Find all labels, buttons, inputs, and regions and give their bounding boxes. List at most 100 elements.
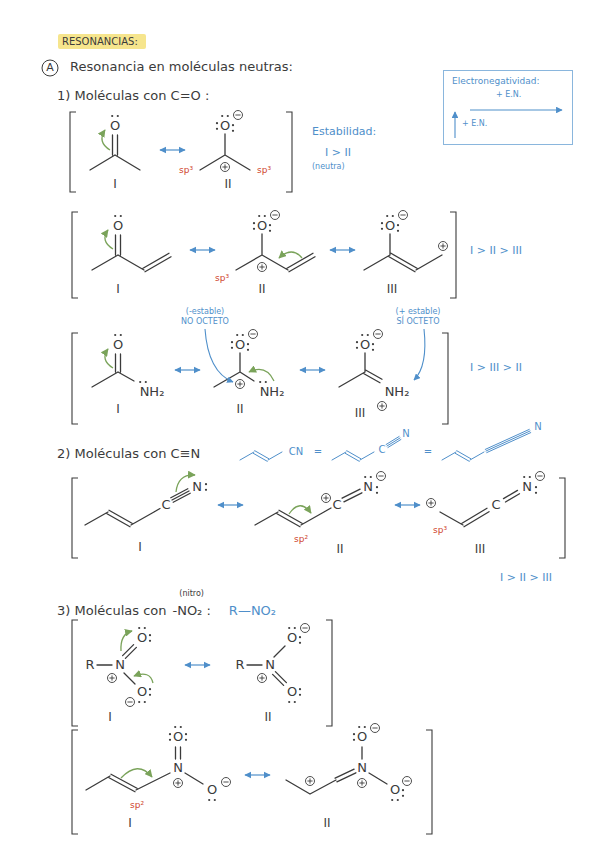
electron-arrow [105, 349, 113, 368]
resonance-arrow [330, 249, 355, 250]
note-text: (+ estable) [396, 307, 441, 316]
structure-number: II [336, 543, 343, 557]
note-text: (-estable) [186, 307, 224, 316]
bond [85, 509, 160, 527]
note-text: NO OCTETO [181, 317, 229, 326]
lone-pair [381, 222, 383, 230]
axis-label: + E.N. [496, 90, 521, 99]
info-box: Electronegatividad:+ E.N.+ E.N. [443, 70, 573, 145]
atom-label: O [113, 219, 123, 234]
atom-label: O [287, 631, 297, 646]
electron-arrow [279, 252, 302, 258]
notation-bond [240, 451, 282, 462]
bond [440, 508, 489, 526]
lone-pair [391, 799, 399, 801]
hybridization-label: sp² [294, 534, 308, 544]
atom-label: N [265, 658, 275, 673]
bracket [442, 333, 448, 424]
atom-label: O [113, 338, 123, 353]
lone-pair [356, 341, 358, 349]
bond [85, 134, 520, 794]
hybridization-label: sp² [130, 800, 144, 810]
atom-label: O [357, 730, 367, 745]
section-heading: 2) Moléculas con C≡N [57, 447, 200, 462]
bracket [326, 620, 332, 726]
atom-label: O [110, 119, 120, 134]
charge-symbol [236, 380, 245, 389]
bond [286, 747, 387, 794]
structure-number: II [264, 711, 271, 725]
note-text: I > II [325, 147, 351, 160]
charge-symbol [108, 674, 117, 683]
charge-symbol [258, 674, 267, 683]
structure-number: III [387, 283, 398, 297]
lone-pair [386, 215, 394, 217]
lone-pair [208, 799, 216, 801]
charge-symbol [377, 472, 386, 481]
hybridization-label: sp³ [433, 525, 447, 535]
atom-label: O [235, 338, 245, 353]
lone-pair [216, 122, 218, 130]
bond [504, 490, 520, 502]
lone-pair [236, 334, 244, 336]
bracket [450, 212, 456, 298]
bracket [70, 112, 76, 192]
lone-pair [114, 215, 122, 217]
electronegativity-arrow [454, 112, 455, 138]
lone-pair [358, 726, 366, 728]
atom-label: C [491, 498, 500, 513]
section-heading: 1) Moléculas con C=O : [57, 89, 209, 104]
atom-label: O [207, 783, 217, 798]
charge-symbol [249, 330, 258, 339]
note-text: = [314, 446, 322, 458]
atom-label: C [161, 498, 170, 513]
atom-label: R [85, 658, 94, 673]
lone-pair [232, 124, 234, 132]
bond [247, 646, 286, 685]
lone-pair [253, 222, 255, 230]
electron-arrow [289, 506, 311, 514]
resonance-arrow [175, 369, 200, 370]
hybridization-label: sp³ [257, 165, 271, 175]
lone-pair [258, 215, 266, 217]
resonance-arrow [160, 149, 185, 150]
charge-symbol [234, 111, 243, 120]
axis-label: + E.N. [462, 119, 487, 128]
notation-bond [332, 437, 401, 462]
structure-number: I [128, 817, 132, 831]
lone-pair [361, 334, 369, 336]
note-text: R—NO₂ [229, 604, 276, 619]
hybridization-label: sp³ [179, 165, 193, 175]
resonance-arrow [160, 150, 420, 775]
bracket [559, 478, 565, 558]
lone-pair [111, 115, 119, 117]
charge-symbol [371, 724, 380, 733]
lone-pair [231, 341, 233, 349]
charge-symbol [378, 402, 387, 411]
atom-label: O [137, 685, 147, 700]
bracket [72, 478, 78, 558]
structure-number: III [355, 407, 366, 421]
bond [364, 234, 442, 272]
note-text: C [379, 444, 386, 456]
charge-symbol [374, 330, 383, 339]
structure-number: II [224, 178, 231, 192]
atom-label: O [257, 219, 267, 234]
resonance-arrow [185, 664, 210, 665]
structure-number: I [116, 403, 120, 417]
charge-symbol [126, 698, 135, 707]
charge-symbol [399, 211, 408, 220]
charge-symbol [174, 779, 183, 788]
page-title: RESONANCIAS: [62, 36, 138, 48]
electronegativity-arrow [455, 110, 562, 138]
atom-label: N [192, 480, 202, 495]
charge-symbol [358, 779, 367, 788]
note-text: I > II > III [470, 245, 522, 258]
annotation-arrow [205, 329, 425, 382]
section-marker [42, 60, 58, 76]
bond [255, 508, 331, 527]
section-heading: -NO₂ : [172, 604, 210, 619]
lone-pair [205, 483, 207, 491]
bond [90, 135, 140, 170]
note-text: I > II > III [500, 572, 552, 585]
